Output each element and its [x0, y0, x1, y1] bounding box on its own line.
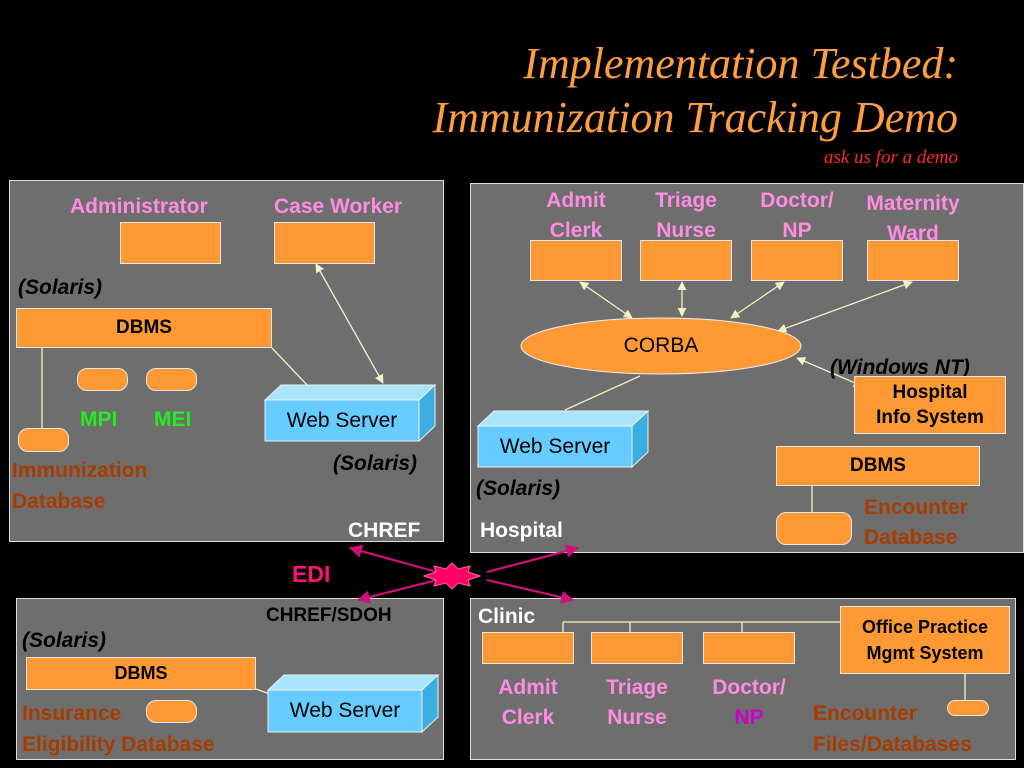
mpi-shape[interactable]: [77, 368, 128, 391]
hospital-solaris-label: (Solaris): [476, 477, 561, 500]
arrow-admit-corba: [579, 281, 633, 319]
hospital-admit-clerk-box[interactable]: [530, 240, 622, 281]
hospital-doctor-box[interactable]: [751, 240, 843, 281]
maternity-ward-box[interactable]: [867, 240, 959, 281]
arrow-corba-his: [796, 357, 863, 387]
chref-web-solaris-label: (Solaris): [333, 452, 418, 475]
maternity-ward-label: Maternity Ward: [853, 189, 973, 249]
mpi-label: MPI: [80, 408, 118, 431]
chref-solaris-label: (Solaris): [18, 276, 103, 299]
clinic-panel-label: Clinic: [478, 605, 536, 628]
mei-shape[interactable]: [146, 368, 197, 391]
line-dbms-webserver: [271, 347, 309, 387]
edi-link-clinic: [486, 578, 575, 604]
hospital-web-server-label[interactable]: Web Server: [499, 434, 611, 458]
ops-line-2: Mgmt System: [866, 643, 984, 663]
clinic-doctor-label: Doctor/ NP: [700, 673, 798, 733]
sdoh-dbms-box[interactable]: DBMS: [26, 657, 256, 690]
hospital-triage-nurse-line-1: Triage: [655, 189, 717, 212]
arrow-caseworker-webserver: [315, 263, 384, 384]
line-corba-webserver: [564, 375, 641, 411]
sdoh-web-server-label[interactable]: Web Server: [289, 699, 401, 722]
hospital-admit-clerk-label: Admit Clerk: [530, 186, 622, 246]
immunization-db-label-2: Database: [12, 490, 106, 513]
corba-ellipse: [520, 317, 802, 375]
encounter-db-label-2: Database: [864, 526, 958, 549]
hospital-triage-nurse-box[interactable]: [640, 240, 732, 281]
hospital-doctor-line-2: NP: [782, 219, 812, 242]
sdoh-web-server-shape: [266, 673, 440, 734]
chref-dbms-box[interactable]: DBMS: [16, 308, 272, 348]
hospital-dbms-box[interactable]: DBMS: [776, 446, 980, 486]
chref-web-server-shape: [263, 383, 437, 443]
clinic-triage-nurse-line-2: Nurse: [607, 706, 667, 729]
administrator-box[interactable]: [120, 222, 221, 264]
clinic-triage-nurse-box[interactable]: [591, 632, 683, 664]
windows-nt-label: (Windows NT): [830, 356, 970, 379]
clinic-encounter-shape[interactable]: [947, 700, 989, 716]
immunization-db-shape[interactable]: [18, 428, 69, 452]
hospital-admit-clerk-line-2: Clerk: [549, 219, 603, 242]
his-line-2: Info System: [876, 407, 984, 428]
mei-label: MEI: [154, 408, 192, 431]
title-line-2: Immunization Tracking Demo: [432, 93, 958, 142]
clinic-admit-clerk-line-2: Clerk: [501, 706, 555, 729]
clinic-encounter-label-1: Encounter: [813, 702, 917, 725]
clinic-triage-nurse-label: Triage Nurse: [591, 673, 683, 733]
clinic-doctor-line-1: Doctor/: [712, 676, 786, 699]
chref-web-server-label[interactable]: Web Server: [286, 408, 398, 432]
clinic-encounter-label-2: Files/Databases: [813, 733, 972, 756]
title-line-1: Implementation Testbed:: [523, 39, 958, 88]
sdoh-solaris-label: (Solaris): [22, 629, 107, 652]
edi-hub: [422, 562, 482, 590]
hospital-doctor-line-1: Doctor/: [760, 189, 834, 212]
hospital-panel-label: Hospital: [480, 519, 563, 542]
subtitle: ask us for a demo: [823, 147, 958, 168]
chref-panel-label: CHREF: [348, 519, 421, 542]
edi-link-chref: [348, 544, 438, 574]
insurance-db-shape[interactable]: [146, 700, 197, 723]
hospital-web-server-shape: [476, 409, 650, 469]
ops-line-1: Office Practice: [861, 617, 989, 637]
maternity-ward-line-2: Ward: [887, 222, 939, 245]
edi-link-sdoh: [356, 578, 438, 604]
his-line-1: Hospital: [892, 382, 968, 403]
case-worker-box[interactable]: [274, 222, 375, 264]
clinic-admit-clerk-label: Admit Clerk: [482, 673, 574, 733]
edi-link-hospital: [486, 544, 580, 574]
insurance-db-label-1: Insurance: [22, 702, 122, 725]
hospital-doctor-label: Doctor/ NP: [751, 186, 843, 246]
administrator-label: Administrator: [70, 195, 208, 218]
clinic-doctor-line-2: NP: [734, 706, 764, 729]
insurance-db-label-2: Eligibility Database: [22, 733, 215, 756]
encounter-db-label-1: Encounter: [864, 496, 968, 519]
encounter-db-shape[interactable]: [776, 512, 852, 545]
clinic-admit-clerk-line-1: Admit: [498, 676, 558, 699]
hospital-admit-clerk-line-1: Admit: [546, 189, 606, 212]
sdoh-panel-label: CHREF/SDOH: [266, 605, 392, 626]
maternity-ward-line-1: Maternity: [866, 192, 960, 215]
edi-label: EDI: [292, 561, 331, 587]
immunization-db-label-1: Immunization: [12, 459, 148, 482]
office-practice-box[interactable]: Office Practice Mgmt System: [840, 606, 1010, 674]
clinic-doctor-box[interactable]: [703, 632, 795, 664]
hospital-triage-nurse-line-2: Nurse: [656, 219, 716, 242]
hospital-triage-nurse-label: Triage Nurse: [640, 186, 732, 246]
arrow-maternity-corba: [777, 280, 913, 333]
hospital-info-system-box[interactable]: Hospital Info System: [854, 376, 1006, 434]
clinic-admit-clerk-box[interactable]: [482, 632, 574, 664]
case-worker-label: Case Worker: [274, 195, 403, 218]
corba-label[interactable]: CORBA: [623, 334, 699, 357]
clinic-triage-nurse-line-1: Triage: [606, 676, 668, 699]
arrow-doctor-corba: [730, 281, 785, 319]
